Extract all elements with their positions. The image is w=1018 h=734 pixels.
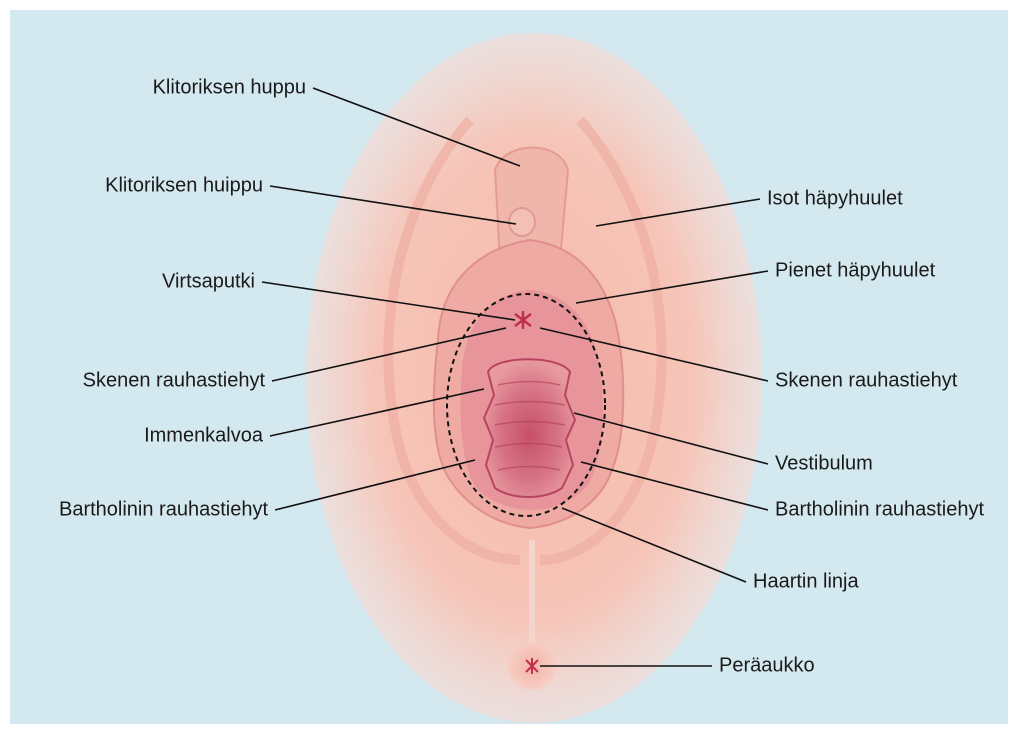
label-bartholin-duct-left: Bartholinin rauhastiehyt bbox=[59, 498, 268, 520]
label-clitoral-glans: Klitoriksen huippu bbox=[105, 174, 263, 196]
label-vestibulum: Vestibulum bbox=[775, 452, 873, 474]
label-hymen: Immenkalvoa bbox=[144, 424, 264, 446]
label-labia-minora: Pienet häpyhuulet bbox=[775, 259, 936, 281]
label-urethra: Virtsaputki bbox=[162, 270, 255, 292]
label-bartholin-duct-right: Bartholinin rauhastiehyt bbox=[775, 498, 984, 520]
label-labia-majora: Isot häpyhuulet bbox=[767, 187, 903, 209]
label-anus: Peräaukko bbox=[719, 654, 815, 676]
label-clitoral-hood: Klitoriksen huppu bbox=[153, 76, 306, 98]
label-skene-duct-right: Skenen rauhastiehyt bbox=[775, 369, 958, 391]
label-skene-duct-left: Skenen rauhastiehyt bbox=[83, 369, 266, 391]
label-harts-line: Haartin linja bbox=[753, 570, 859, 592]
clitoral-glans bbox=[509, 208, 535, 236]
vaginal-opening bbox=[484, 359, 575, 497]
